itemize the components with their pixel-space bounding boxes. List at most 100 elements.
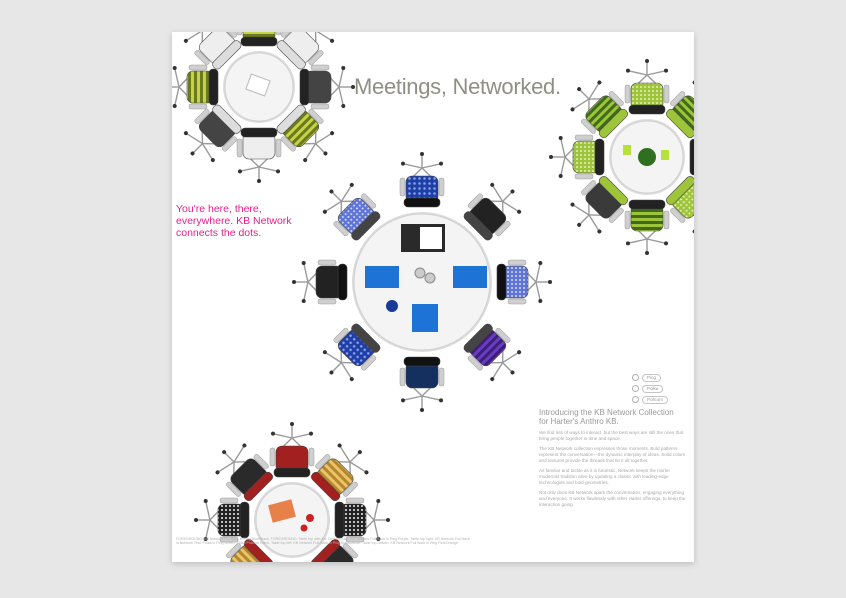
chair-caster [645,59,649,63]
chair [570,176,628,234]
chair-arm [275,32,282,36]
chair-back [276,40,306,70]
chair [399,152,445,208]
chair-arm [342,481,358,497]
chair [269,422,315,478]
chair-back [240,36,278,47]
chair-caster [538,260,543,265]
chair-back [598,108,628,138]
chair-arm [308,447,315,467]
chair-caster [625,68,630,73]
chair-arm [222,136,238,152]
table-top [255,483,329,557]
chair-base-leg [315,143,326,154]
table-centre [292,152,552,412]
chair-caster [548,280,552,284]
chair-caster [376,498,381,503]
chair [689,138,694,176]
chair-base-leg [340,362,353,380]
chair-caster [270,431,275,436]
chair-back [666,108,694,138]
chair-base-leg [338,67,345,88]
chair-arm [188,64,208,71]
chair-back [243,471,273,501]
chair-caster [549,155,553,159]
intro-paragraph: As familiar and tactile as it is futuris… [539,468,670,485]
chair [399,356,445,412]
chair-caster [337,443,342,448]
chair-back [243,539,273,562]
chair-caster [439,161,444,166]
chair-base-leg [588,214,601,232]
chair-caster [183,131,188,136]
chair-caster [303,158,308,163]
chair-back [594,138,605,176]
chair [496,259,552,305]
chair-back [463,211,493,241]
chair-arm [663,210,670,230]
circle-icon [632,396,639,403]
chair-caster [597,80,602,85]
chair-arm [399,177,406,197]
chair-arm [219,536,239,543]
chair-arm [308,50,324,66]
chair-caster [341,65,346,70]
blue-folder [365,266,399,288]
chair-caster [329,189,334,194]
chair-base-leg [173,86,180,107]
chair [172,64,219,110]
chair-base-leg [201,143,214,161]
chair-arm [345,497,365,504]
chair-caster [692,80,694,85]
chair-base-leg [572,98,590,111]
chair-caster [351,85,355,89]
chair-caster [420,408,424,412]
chair [194,497,250,543]
chair-base-leg [349,461,367,474]
chair-base-leg [373,519,380,540]
chair-caster [215,470,220,475]
chair-caster [203,537,208,542]
chair-arm [574,134,594,141]
chair-caster [400,161,405,166]
chair-arm [507,259,527,266]
chair-back [351,211,381,241]
chair-caster [190,151,195,156]
chair-base-leg [349,451,361,463]
chair-caster [510,189,515,194]
chair-arm [310,64,330,71]
chair-base-leg [315,132,333,145]
intro-title-line: Introducing the KB Network Collection [539,408,674,417]
chair-base-leg [373,500,380,521]
intro-copy: Introducing the KB Network Collection fo… [539,408,689,508]
chair-arm [624,210,631,230]
chair [666,176,694,234]
chair-base-leg [588,82,601,100]
chair-arm [194,108,210,124]
chair-base-leg [502,362,514,374]
chair [226,539,273,562]
chair-base-leg [421,162,442,169]
chair-base-leg [233,445,246,463]
chair-back [689,138,694,176]
chair-arm [188,103,208,110]
chair-arm [317,298,337,305]
chair-caster [210,158,215,163]
chair-back [334,501,345,539]
chair-caster [292,280,296,284]
chair-base-leg [559,137,566,158]
chair-caster [301,260,306,265]
chair-back [276,104,306,134]
chair-base-leg [330,190,342,202]
chair-base-leg [491,184,504,202]
chair-arm [438,177,445,197]
chair-caster [577,222,582,227]
chair-base-leg [421,395,442,402]
chair-caster [664,241,669,246]
chair-base-leg [627,69,648,76]
chair-caster [329,370,334,375]
chair-arm [399,367,406,387]
chair-arm [467,355,483,371]
chair-base-leg [302,262,309,283]
furniture-illustration [172,32,694,562]
